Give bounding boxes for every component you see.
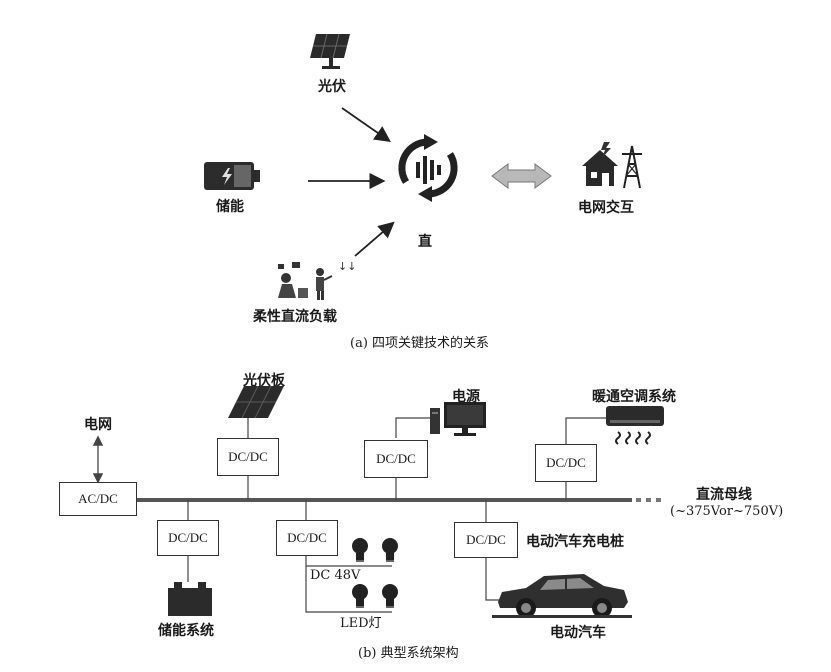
house-tower-icon xyxy=(582,142,642,189)
ev-charger-label: 电动汽车充电桩 xyxy=(526,534,624,550)
grid-label: 电网 xyxy=(84,417,112,433)
battery-icon xyxy=(204,162,260,190)
bus-voltage-label: (~375Vor~750V) xyxy=(670,504,784,519)
dcdc-box-led: DC/DC xyxy=(276,520,338,556)
center-label: 直 xyxy=(418,234,432,250)
acdc-box: AC/DC xyxy=(59,482,137,516)
hvac-label: 暖通空调系统 xyxy=(592,389,676,405)
caption-a: (a) 四项关键技术的关系 xyxy=(350,336,490,351)
hvac-unit-icon xyxy=(606,406,664,445)
flexible-load-icon: ↓↓ xyxy=(278,260,356,300)
computer-icon xyxy=(430,402,486,436)
bus-label: 直流母线 xyxy=(696,487,752,503)
dc48v-label: DC 48V xyxy=(310,568,361,583)
storage-label: 储能 xyxy=(216,199,244,215)
storage-system-label: 储能系统 xyxy=(158,623,214,639)
pv-panel-label: 光伏板 xyxy=(243,373,285,389)
led-label: LED灯 xyxy=(340,616,382,631)
caption-b: (b) 典型系统架构 xyxy=(358,646,459,661)
flexible-load-label: 柔性直流负载 xyxy=(253,309,337,325)
pv-panel-icon xyxy=(228,386,284,419)
led-bulbs-icon xyxy=(352,538,398,608)
dcdc-box-power: DC/DC xyxy=(364,440,428,478)
svg-text:↓↓: ↓↓ xyxy=(338,260,356,273)
pv-label: 光伏 xyxy=(318,79,346,95)
solar-panel-icon xyxy=(310,33,350,69)
dcdc-box-ev: DC/DC xyxy=(454,522,518,558)
ev-label: 电动汽车 xyxy=(550,625,606,641)
dc-center-icon xyxy=(398,134,458,202)
dcdc-box-hvac: DC/DC xyxy=(535,444,597,482)
storage-battery-icon xyxy=(168,582,212,616)
power-supply-label: 电源 xyxy=(452,389,480,405)
electric-car-icon xyxy=(492,574,632,618)
dcdc-box-pv: DC/DC xyxy=(217,438,279,476)
grid-interaction-label: 电网交互 xyxy=(578,200,634,216)
dcdc-box-storage: DC/DC xyxy=(157,520,219,556)
